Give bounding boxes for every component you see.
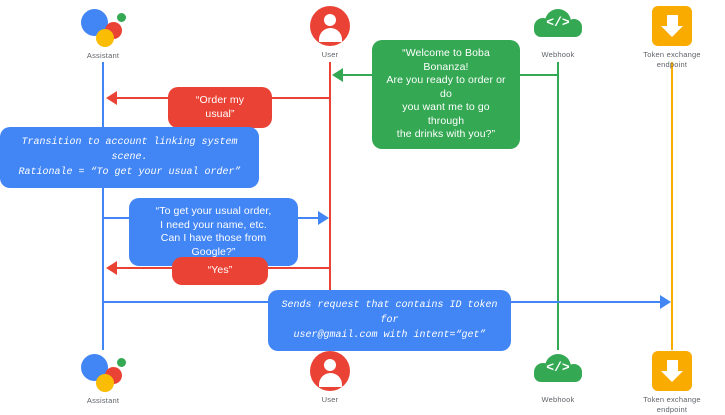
- message-text-need-your-name: “To get your usual order, I need your na…: [155, 205, 272, 258]
- participant-label-token-endpoint: Token exchange endpoint: [643, 395, 701, 414]
- user-avatar-icon: [310, 351, 350, 391]
- arrowhead-order-my-usual: [106, 91, 117, 105]
- arrowhead-yes: [106, 261, 117, 275]
- participant-label-assistant: Assistant: [86, 51, 120, 60]
- participant-assistant-top: Assistant: [43, 5, 163, 61]
- note-bubble-sends-request: Sends request that contains ID token for…: [268, 290, 511, 351]
- message-bubble-need-your-name: “To get your usual order, I need your na…: [129, 198, 298, 266]
- participant-label-token-endpoint: Token exchange endpoint: [643, 50, 701, 69]
- download-box-icon: [652, 6, 692, 46]
- user-avatar-icon: [310, 6, 350, 46]
- note-bubble-transition: Transition to account linking system sce…: [0, 127, 259, 188]
- participant-label-webhook: Webhook: [541, 395, 575, 404]
- participant-label-user: User: [321, 395, 339, 404]
- participant-token-endpoint-top: Token exchange endpoint: [612, 6, 725, 70]
- message-bubble-yes: “Yes”: [172, 257, 268, 285]
- participant-assistant-bottom: Assistant: [43, 350, 163, 406]
- participant-token-endpoint-bottom: Token exchange endpoint: [612, 351, 725, 415]
- lifeline-user: [329, 62, 331, 350]
- message-bubble-order-my-usual: “Order my usual”: [168, 87, 272, 128]
- participant-webhook-top: </> Webhook: [498, 6, 618, 60]
- participant-user-top: User: [270, 6, 390, 60]
- note-text-transition: Transition to account linking system sce…: [18, 137, 241, 178]
- lifeline-webhook: [557, 62, 559, 350]
- participant-label-user: User: [321, 50, 339, 59]
- google-assistant-icon: [79, 5, 127, 47]
- arrowhead-sends-request: [660, 295, 671, 309]
- note-text-sends-request: Sends request that contains ID token for…: [281, 300, 498, 341]
- message-text-welcome: “Welcome to Boba Bonanza! Are you ready …: [386, 47, 506, 140]
- cloud-code-icon: </>: [533, 351, 583, 391]
- arrowhead-need-your-name: [318, 211, 329, 225]
- message-text-yes: “Yes”: [207, 264, 233, 276]
- participant-user-bottom: User: [270, 351, 390, 405]
- lifeline-assistant: [102, 62, 104, 350]
- participant-label-assistant: Assistant: [86, 396, 120, 405]
- message-bubble-welcome: “Welcome to Boba Bonanza! Are you ready …: [372, 40, 520, 149]
- cloud-code-icon: </>: [533, 6, 583, 46]
- arrowhead-welcome: [332, 68, 343, 82]
- participant-label-webhook: Webhook: [541, 50, 575, 59]
- lifeline-token-endpoint: [671, 62, 673, 350]
- message-text-order-my-usual: “Order my usual”: [195, 94, 245, 120]
- participant-webhook-bottom: </> Webhook: [498, 351, 618, 405]
- download-box-icon: [652, 351, 692, 391]
- google-assistant-icon: [79, 350, 127, 392]
